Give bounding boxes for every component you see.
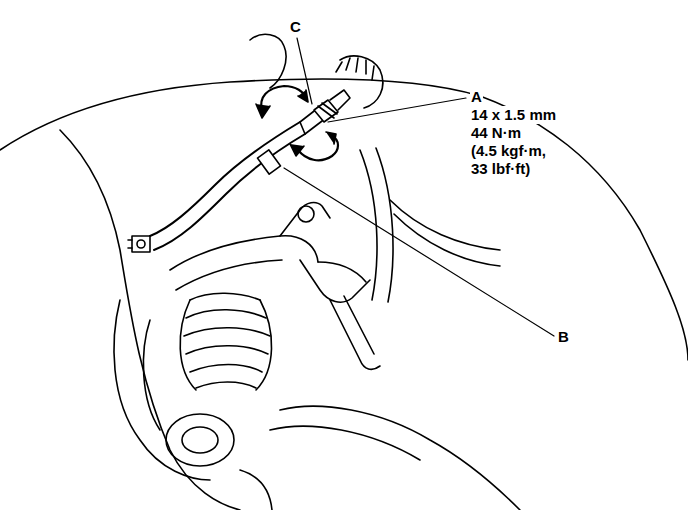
dimension-label: 14 x 1.5 mm — [470, 106, 557, 124]
callout-letter: A — [470, 88, 483, 106]
torque-label: 44 N·m — [470, 124, 522, 142]
callout-letter: C — [289, 18, 302, 36]
callout-letter: B — [557, 328, 570, 346]
torque-label: (4.5 kgf·m, — [470, 142, 547, 160]
torque-label: 33 lbf·ft) — [470, 160, 531, 178]
